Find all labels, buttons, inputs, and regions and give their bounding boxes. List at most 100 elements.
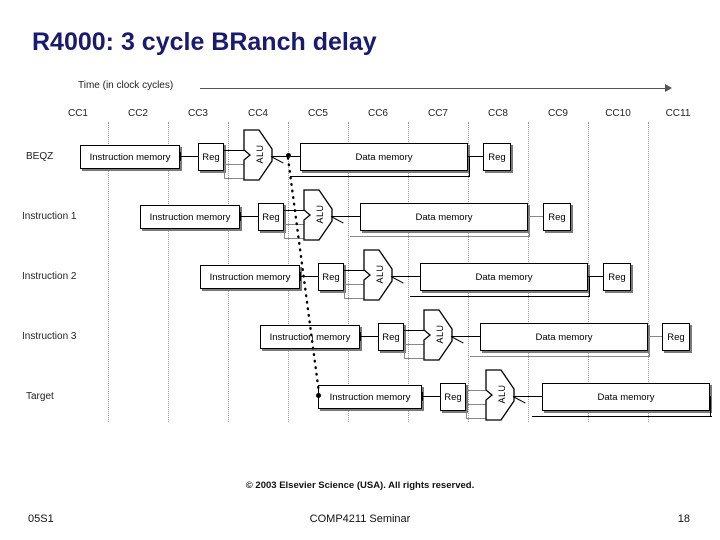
row-instruction-3-wire-im-tick [360,332,361,341]
row-target-wire-reg-alu-top [466,390,486,391]
row-instruction-3-write-reg[interactable]: Reg [662,323,690,351]
row-instruction-2-wire-reg-alu-top [344,270,364,271]
row-target-alu-label: ALU [497,384,507,404]
row-instruction-1-wire-alu-out [332,216,360,217]
row-instruction-1-alu[interactable]: ALU [303,189,333,241]
row-instruction-3-wire-dm-feedback [470,356,650,357]
row-beqz-reg[interactable]: Reg [198,143,224,171]
row-target-wire-alu-out [514,396,542,397]
row-beqz-wire-alu-out [272,156,288,157]
row-instruction-1-reg[interactable]: Reg [258,203,284,231]
row-instruction-2-reg[interactable]: Reg [318,263,344,291]
row-instruction-2-wire-reg-bottom [344,298,374,299]
time-axis-arrow-icon [665,84,672,92]
clock-cycle-label-9: CC9 [547,108,568,119]
row-beqz-wire-im-tick [180,152,181,161]
clock-cycle-label-5: CC5 [307,108,328,119]
row-instruction-1-instruction-memory[interactable]: Instruction memory [140,205,240,229]
row-instruction-2-wire-dm-feedback-v [589,276,590,297]
row-instruction-3-wire-dm-reg [648,336,664,337]
row-instruction-1-write-reg[interactable]: Reg [543,203,571,231]
footer-center-text: COMP4211 Seminar [309,513,411,525]
row-instruction-3-alu-label: ALU [435,324,445,344]
row-instruction-3-wire-reg-bottom [404,358,434,359]
row-instruction-3-wire-reg-alu-top [404,330,424,331]
page-title: R4000: 3 cycle BRanch delay [32,28,377,56]
row-target-alu[interactable]: ALU [485,369,515,421]
row-instruction-2-wire-reg-alu-bot [344,284,364,285]
row-target-data-memory[interactable]: Data memory [542,383,710,411]
row-target-wire-dm-feedback [532,416,712,417]
row-instruction-2-wire-dm-reg [588,276,604,277]
gridline-10 [648,122,649,422]
row-label-instruction-3: Instruction 3 [22,331,77,342]
row-instruction-2-wire-dm-feedback [410,296,590,297]
row-beqz-write-reg[interactable]: Reg [483,143,511,171]
row-target-wire-reg-drop [466,404,467,418]
clock-cycle-label-4: CC4 [247,108,268,119]
row-beqz-wire-dm-in [291,156,301,157]
clock-cycle-label-10: CC10 [605,108,631,119]
row-instruction-1-wire-reg-alu-top [284,210,304,211]
row-instruction-3-reg[interactable]: Reg [378,323,404,351]
row-instruction-3-wire-reg-drop [404,344,405,358]
row-label-beqz: BEQZ [26,151,54,162]
gridline-2 [168,122,169,422]
row-target-wire-reg-alu-bot [466,404,486,405]
gridline-1 [108,122,109,422]
row-instruction-1-wire-im-reg [240,216,258,217]
row-beqz-wire-reg-drop [224,164,225,178]
row-instruction-2-instruction-memory[interactable]: Instruction memory [200,265,300,289]
row-beqz-wire-dm-reg [468,156,484,157]
gridline-9 [588,122,589,422]
row-instruction-2-wire-reg-drop [344,284,345,298]
row-instruction-1-wire-dm-feedback [350,236,530,237]
row-target-wire-dm-feedback-v [710,396,711,417]
row-instruction-2-alu-label: ALU [375,264,385,284]
row-beqz-data-memory[interactable]: Data memory [300,143,468,171]
row-instruction-2-write-reg[interactable]: Reg [603,263,631,291]
row-beqz-alu-label: ALU [255,144,265,164]
copyright-notice: © 2003 Elsevier Science (USA). All right… [245,480,475,491]
gridline-5 [348,122,349,422]
branch-source-dot [286,153,291,158]
row-instruction-3-alu[interactable]: ALU [423,309,453,361]
row-instruction-1-data-memory[interactable]: Data memory [360,203,528,231]
row-beqz-instruction-memory[interactable]: Instruction memory [80,145,180,169]
branch-target-dot [316,393,321,398]
clock-cycle-label-2: CC2 [127,108,148,119]
row-instruction-1-wire-dm-reg [528,216,544,217]
row-label-target: Target [26,391,54,402]
clock-cycle-label-6: CC6 [367,108,388,119]
row-beqz-wire-reg-bottom [224,178,254,179]
clock-cycle-label-7: CC7 [427,108,448,119]
gridline-6 [408,122,409,422]
row-target-reg[interactable]: Reg [440,383,466,411]
row-instruction-3-wire-im-reg [360,336,378,337]
row-beqz-wire-reg-alu-top [224,150,244,151]
row-instruction-3-wire-reg-alu-bot [404,344,424,345]
footer-left-text: 05S1 [28,513,54,525]
page-number: 18 [677,513,690,525]
row-instruction-1-wire-reg-drop [284,224,285,238]
row-instruction-1-wire-reg-alu-bot [284,224,304,225]
row-beqz-wire-reg-alu-bot [224,164,244,165]
row-instruction-2-alu[interactable]: ALU [363,249,393,301]
row-target-wire-im-tick [422,392,423,401]
row-beqz-wire-dm-feedback-v [469,156,470,177]
row-beqz-alu[interactable]: ALU [243,129,273,181]
row-instruction-1-alu-label: ALU [315,204,325,224]
row-instruction-3-data-memory[interactable]: Data memory [480,323,648,351]
row-target-wire-reg-bottom [466,418,496,419]
row-label-instruction-2: Instruction 2 [22,271,77,282]
time-axis-label: Time (in clock cycles) [78,80,174,91]
row-instruction-1-wire-dm-feedback-v [529,216,530,237]
row-label-instruction-1: Instruction 1 [22,211,77,222]
row-instruction-3-instruction-memory[interactable]: Instruction memory [260,325,360,349]
row-instruction-3-wire-dm-feedback-v [649,336,650,357]
row-target-instruction-memory[interactable]: Instruction memory [318,385,422,409]
row-beqz-wire-im-reg [180,156,198,157]
row-instruction-2-data-memory[interactable]: Data memory [420,263,588,291]
row-instruction-2-wire-im-tick [300,272,301,281]
